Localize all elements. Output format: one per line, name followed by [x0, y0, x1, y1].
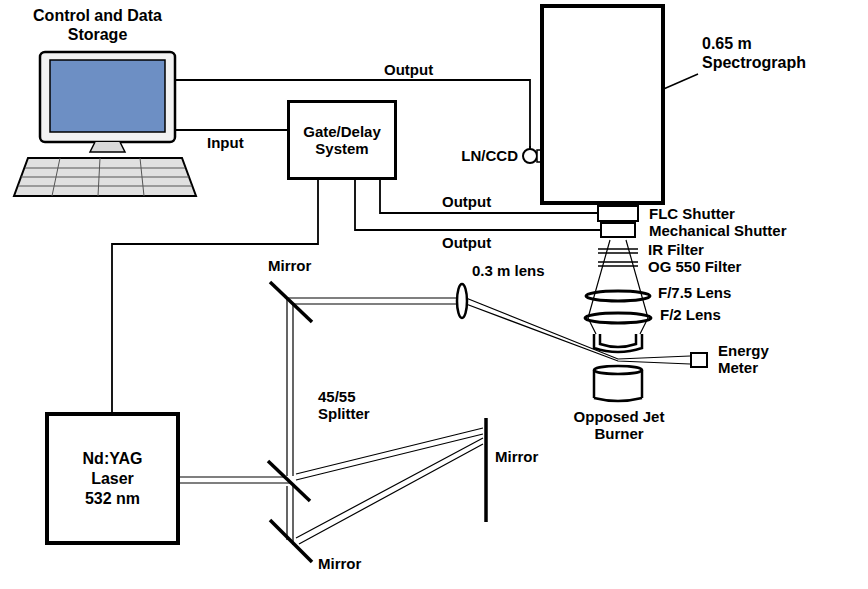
node-text: 0.65 m Spectrograph: [702, 34, 812, 72]
laser-beam: [180, 477, 290, 483]
filter-label: IR Filter: [648, 241, 704, 258]
focusing-lens: [457, 284, 467, 318]
process-box: Gate/Delay System: [287, 100, 397, 180]
mirror: [270, 282, 312, 322]
upper-nozzle: [594, 334, 642, 352]
collection-cone: [588, 240, 648, 334]
shutter-box: FLC Shutter: [597, 205, 639, 222]
monitor-stand: [90, 142, 125, 152]
cable-stub: [175, 129, 180, 131]
edge-label: Input: [205, 134, 246, 151]
detector-node: LN/CCD: [436, 146, 540, 166]
splitter-label: 45/55 Splitter: [318, 388, 382, 422]
edge-label: Output: [440, 193, 493, 210]
return-beam: [296, 438, 483, 544]
signal-wire: [180, 129, 287, 131]
lower-nozzle-top: [594, 366, 642, 374]
mirror-label: Mirror: [268, 257, 311, 274]
lens-label: F/2 Lens: [660, 306, 721, 323]
burner-node: Opposed Jet Burner: [588, 334, 650, 404]
lower-nozzle: [594, 370, 642, 401]
focused-beam: [466, 298, 690, 364]
f75-lens: [586, 291, 650, 301]
node-text: Nd:YAG Laser 532 nm: [80, 449, 146, 509]
node-text: Opposed Jet Burner: [558, 408, 680, 442]
node-text: LN/CCD: [461, 147, 518, 164]
shutter-box: Mechanical Shutter: [600, 222, 636, 238]
computer-node: Control and Data Storage: [15, 4, 180, 200]
mirror: [484, 418, 488, 522]
monitor-screen: [50, 60, 165, 132]
edge-label: Output: [382, 61, 435, 78]
node-text: FLC Shutter: [649, 205, 735, 222]
node-text: Mechanical Shutter: [649, 222, 787, 239]
beam-splitter: [268, 461, 310, 501]
lens-label: F/7.5 Lens: [658, 284, 731, 301]
monitor-housing: [40, 52, 175, 142]
mirror-label: Mirror: [318, 555, 361, 572]
node-text: Control and Data Storage: [15, 6, 180, 44]
keyboard-keys: [18, 158, 192, 196]
probe-beam: [287, 298, 458, 476]
transmitted-beam: [296, 428, 483, 480]
signal-wire: [112, 180, 318, 412]
ccd-detector: [523, 149, 537, 163]
node-text: Gate/Delay System: [290, 123, 394, 157]
energy-meter-box: Energy Meter: [690, 352, 708, 368]
lens-label: 0.3 m lens: [472, 262, 545, 279]
mirror-label: Mirror: [495, 448, 538, 465]
f2-lens: [585, 313, 651, 323]
ir-filter: [598, 249, 638, 253]
cable-stub: [175, 79, 180, 81]
edge-label: Output: [440, 234, 493, 251]
laser-box: Nd:YAG Laser 532 nm: [45, 412, 180, 545]
spectrograph-box: 0.65 m Spectrograph: [540, 4, 665, 205]
filter-label: OG 550 Filter: [648, 258, 741, 275]
keyboard: [14, 158, 196, 196]
node-text: Energy Meter: [718, 342, 788, 376]
mirror: [270, 520, 312, 562]
